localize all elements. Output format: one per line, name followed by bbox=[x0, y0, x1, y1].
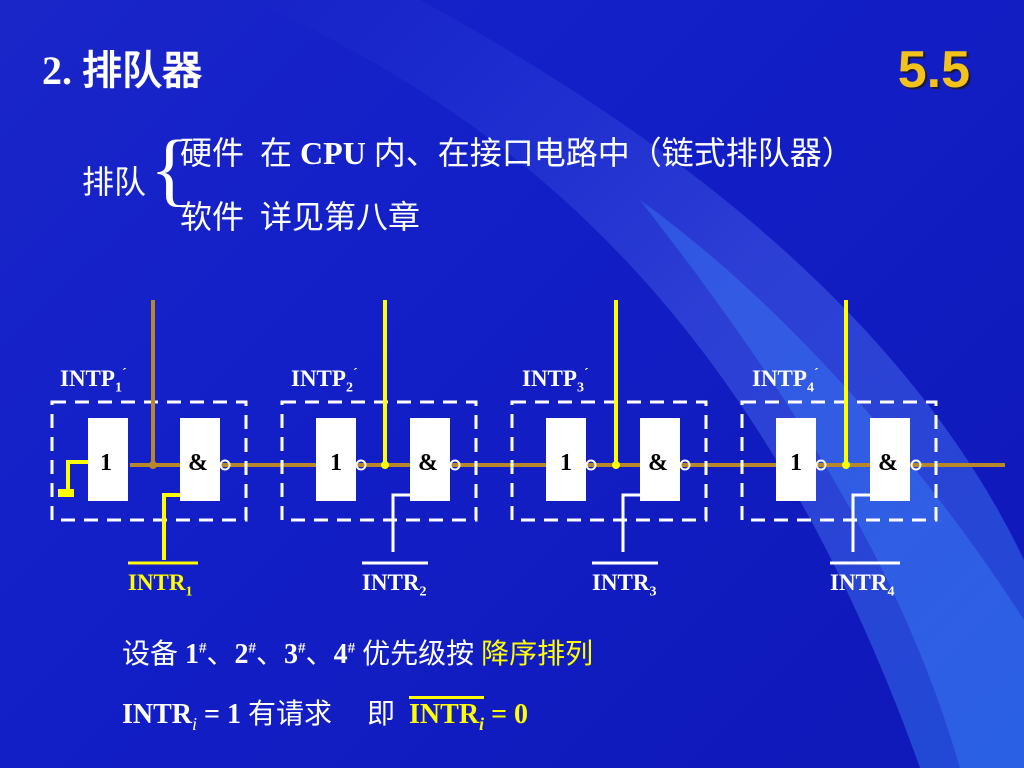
brace-icon: { bbox=[150, 123, 190, 214]
slide-title: 2. 排队器 bbox=[42, 48, 202, 93]
stage-box bbox=[50, 400, 248, 522]
not-gate-label: 1 bbox=[790, 450, 802, 476]
and-gate bbox=[640, 418, 680, 501]
and-gate-label: & bbox=[648, 450, 668, 476]
queue-label: 排队 bbox=[82, 164, 147, 200]
intp-label-2: INTP2´ bbox=[291, 366, 358, 396]
priority-highlight: 降序排列 bbox=[481, 639, 594, 670]
not-gate-label: 1 bbox=[330, 450, 342, 476]
and-gate bbox=[870, 418, 910, 501]
not-gate bbox=[88, 418, 128, 501]
not-gate-label: 1 bbox=[560, 450, 572, 476]
stage-3 bbox=[510, 300, 708, 565]
stage-1 bbox=[50, 300, 248, 565]
and-gate bbox=[180, 418, 220, 501]
and-gate-label: & bbox=[188, 450, 208, 476]
section-number: 5.5 bbox=[897, 41, 970, 99]
and-gate-label: & bbox=[878, 450, 898, 476]
intr-label-1: INTR1 bbox=[128, 570, 193, 600]
priority-note: 设备 1#、2#、3#、4# 优先级按 降序排列 bbox=[122, 639, 594, 670]
stage-box bbox=[740, 400, 938, 522]
hardware-line: 硬件 在 CPU 内、在接口电路中（链式排队器） bbox=[180, 128, 854, 174]
not-gate bbox=[546, 418, 586, 501]
not-gate-label: 1 bbox=[100, 450, 112, 476]
intr-bar-text: INTRi bbox=[409, 696, 485, 734]
software-term: 软件 bbox=[180, 199, 245, 235]
ground-icon bbox=[58, 489, 74, 497]
not-gate bbox=[776, 418, 816, 501]
intr-label-4: INTR4 bbox=[830, 570, 895, 600]
request-note: INTRi = 1 有请求 即 INTRi = 0 bbox=[122, 692, 528, 737]
stage-2 bbox=[280, 300, 478, 565]
intp-label-4: INTP4´ bbox=[752, 366, 819, 396]
intp-label-3: INTP3´ bbox=[522, 366, 589, 396]
and-gate bbox=[410, 418, 450, 501]
not-gate bbox=[316, 418, 356, 501]
and-gate-label: & bbox=[418, 450, 438, 476]
intr-label-3: INTR3 bbox=[592, 570, 657, 600]
hardware-desc-pre: 在 bbox=[260, 135, 301, 171]
cpu-text: CPU bbox=[300, 135, 366, 171]
intr-label-2: INTR2 bbox=[362, 570, 427, 600]
stage-4 bbox=[740, 300, 938, 565]
software-desc: 详见第八章 bbox=[260, 199, 421, 235]
software-line: 软件 详见第八章 bbox=[180, 192, 420, 238]
intp-label-1: INTP1´ bbox=[60, 366, 127, 396]
stage-box bbox=[510, 400, 708, 522]
stage-box bbox=[280, 400, 478, 522]
hardware-desc-post: 内、在接口电路中（链式排队器） bbox=[365, 135, 854, 171]
hardware-term: 硬件 bbox=[180, 135, 245, 171]
